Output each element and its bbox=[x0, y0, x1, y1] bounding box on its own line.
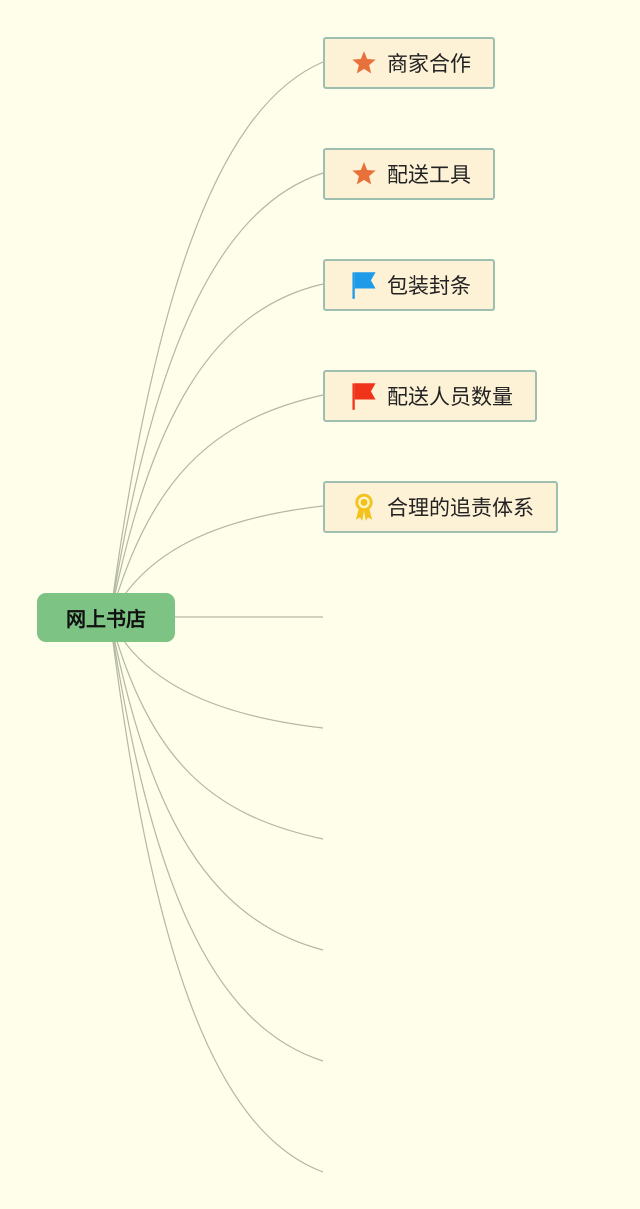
connector-line-3 bbox=[109, 283, 324, 619]
child-node-delivery-tools[interactable]: 配送工具 bbox=[323, 148, 495, 200]
child-node-merchant-cooperation[interactable]: 商家合作 bbox=[323, 37, 495, 89]
connector-lines bbox=[109, 61, 324, 1173]
child-node-delivery-staff-count[interactable]: 配送人员数量 bbox=[323, 370, 537, 422]
child-node-label: 合理的追责体系 bbox=[387, 496, 534, 520]
connector-line-10 bbox=[109, 617, 324, 1062]
award-ribbon-icon bbox=[349, 492, 379, 522]
connector-line-1 bbox=[109, 61, 324, 619]
connector-line-2 bbox=[109, 172, 324, 619]
connector-line-9 bbox=[109, 617, 324, 951]
child-node-label: 商家合作 bbox=[387, 52, 471, 76]
connector-line-4 bbox=[109, 394, 324, 619]
connector-line-11 bbox=[109, 617, 324, 1173]
child-node-label: 配送人员数量 bbox=[387, 385, 513, 409]
star-icon bbox=[349, 159, 379, 189]
star-icon bbox=[349, 48, 379, 78]
child-node-packaging-seal[interactable]: 包装封条 bbox=[323, 259, 495, 311]
root-node[interactable]: 网上书店 bbox=[37, 593, 175, 642]
blue-flag-icon bbox=[349, 270, 379, 300]
connector-line-8 bbox=[109, 617, 324, 840]
child-node-accountability-system[interactable]: 合理的追责体系 bbox=[323, 481, 558, 533]
child-node-label: 包装封条 bbox=[387, 274, 471, 298]
root-node-label: 网上书店 bbox=[66, 607, 146, 631]
red-flag-icon bbox=[349, 381, 379, 411]
child-node-label: 配送工具 bbox=[387, 163, 471, 187]
